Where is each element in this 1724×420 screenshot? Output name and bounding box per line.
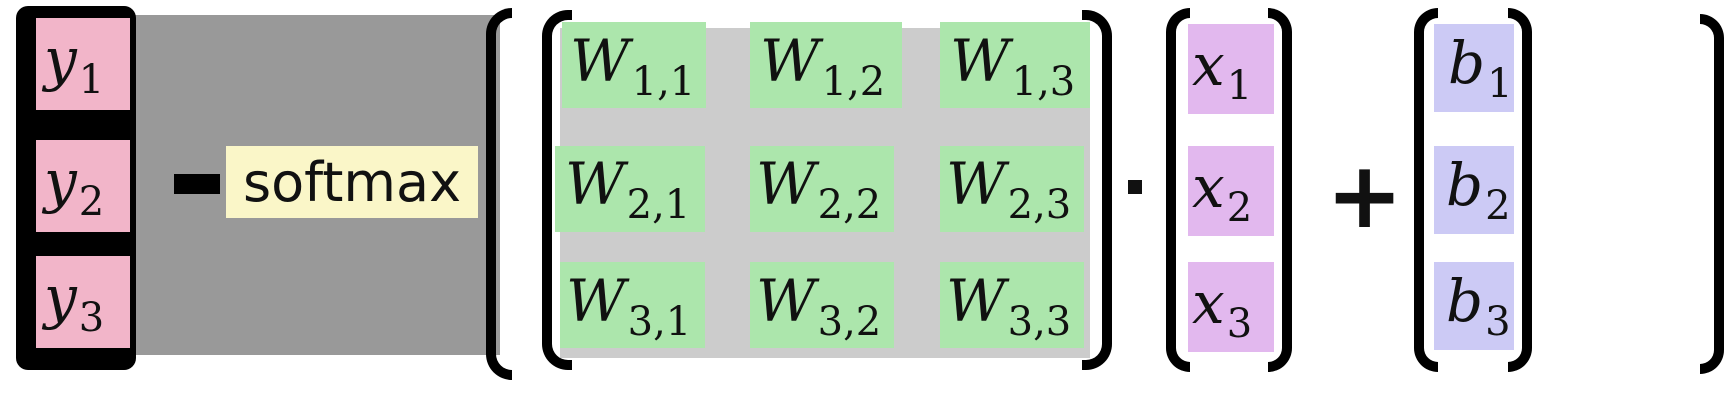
x3-symbol: x3: [1192, 269, 1253, 347]
x-cell-1: [1188, 24, 1274, 114]
w12-symbol: W1,2: [760, 27, 886, 105]
softmax-label: softmax: [242, 150, 462, 214]
y-cell-1: [36, 18, 130, 110]
plus-symbol: +: [1326, 142, 1404, 249]
x1-symbol: x1: [1192, 31, 1253, 109]
w-cell-2-2: [750, 146, 894, 232]
w31-symbol: W3,1: [566, 267, 692, 345]
y3-symbol: y3: [44, 263, 105, 341]
b-cell-3: [1434, 262, 1514, 350]
w-cell-1-1: [562, 22, 706, 108]
b-vector-right-bracket: [1508, 8, 1532, 372]
b-cell-2: [1434, 146, 1514, 234]
outer-right-paren: [1700, 14, 1724, 374]
dot-symbol: [1128, 180, 1142, 194]
w13-symbol: W1,3: [950, 27, 1076, 105]
y2-symbol: y2: [44, 147, 105, 225]
w-cell-1-3: [940, 22, 1090, 108]
w-cell-2-3: [940, 146, 1084, 232]
y1-symbol: y1: [44, 25, 105, 103]
b1-symbol: b1: [1448, 29, 1513, 107]
b2-symbol: b2: [1446, 151, 1511, 229]
b3-symbol: b3: [1446, 267, 1511, 345]
w23-symbol: W2,3: [946, 150, 1072, 228]
w22-symbol: W2,2: [756, 150, 882, 228]
x-cell-3: [1188, 262, 1274, 352]
w-cell-1-2: [750, 22, 902, 108]
x2-symbol: x2: [1192, 153, 1253, 231]
x-vector-left-bracket: [1166, 8, 1190, 372]
y-cell-3: [36, 256, 130, 348]
w21-symbol: W2,1: [565, 150, 691, 228]
w-cell-3-2: [750, 262, 894, 348]
w11-symbol: W1,1: [570, 27, 696, 105]
softmax-box: [226, 146, 478, 218]
b-vector-left-bracket: [1414, 8, 1438, 372]
equals-symbol: [174, 174, 220, 194]
outer-left-paren: [486, 8, 512, 380]
w-cell-2-1: [555, 146, 705, 232]
x-cell-2: [1188, 146, 1274, 236]
x-vector-right-bracket: [1268, 8, 1292, 372]
b-cell-1: [1434, 24, 1514, 112]
w-matrix-right-bracket: [1082, 10, 1112, 370]
w-cell-3-3: [940, 262, 1084, 348]
w-cell-3-1: [560, 262, 705, 348]
w-matrix-left-bracket: [542, 10, 572, 370]
w33-symbol: W3,3: [946, 267, 1072, 345]
y-cell-2: [36, 140, 130, 232]
w32-symbol: W3,2: [756, 267, 882, 345]
